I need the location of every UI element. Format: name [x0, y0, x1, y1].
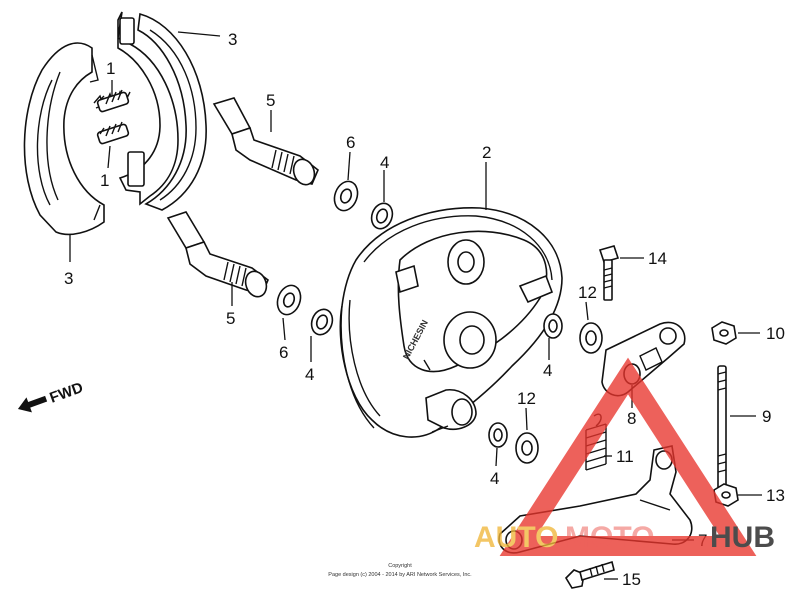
- watermark-auto: AUTO: [474, 521, 558, 554]
- brake-shoe-left: [23, 42, 105, 236]
- callout-9: 9: [762, 407, 771, 426]
- washer-6-upper: [333, 180, 359, 212]
- callout-15: 15: [622, 570, 641, 589]
- callout-1-lower: 1: [100, 171, 109, 190]
- bolt-15: [564, 560, 615, 589]
- copyright-line-1: Copyright: [388, 563, 412, 569]
- autohub-watermark: AUTO MOTO HUB: [474, 357, 775, 556]
- callout-4-c: 4: [543, 361, 552, 380]
- callout-4-a: 4: [380, 153, 389, 172]
- copyright-notice: Copyright Page design (c) 2004 - 2014 by…: [328, 563, 472, 578]
- callout-5-lower: 5: [226, 309, 235, 328]
- seal-4-upper: [370, 202, 394, 230]
- callout-1-upper: 1: [106, 59, 115, 78]
- watermark-moto: MOTO: [565, 521, 654, 554]
- washer-6-lower: [276, 284, 302, 316]
- callout-12-lower: 12: [517, 389, 536, 408]
- callout-10: 10: [766, 324, 785, 343]
- callout-13: 13: [766, 486, 785, 505]
- watermark-triangle-icon: [499, 357, 757, 556]
- copyright-line-2: Page design (c) 2004 - 2014 by ARI Netwo…: [328, 572, 472, 578]
- callout-4-b: 4: [305, 365, 314, 384]
- callout-12-upper: 12: [578, 283, 597, 302]
- leader-lines: [69, 31, 762, 580]
- brake-rod-9: [717, 365, 727, 497]
- washer-12-lower: [515, 432, 539, 464]
- bolt-14: [598, 245, 620, 301]
- callout-labels: 1 1 2 3 3 4 4 4 4 5 5 6 6 7 8 9 10 11 12…: [64, 30, 785, 589]
- seal-4-bottom: [488, 422, 508, 448]
- brake-cam-upper: [212, 97, 319, 186]
- shoe-spring-upper: [93, 89, 131, 113]
- callout-11: 11: [616, 447, 634, 466]
- callout-14: 14: [648, 249, 667, 268]
- forward-label: FWD: [47, 379, 85, 407]
- callout-6-lower: 6: [279, 343, 288, 362]
- watermark-hub: HUB: [710, 521, 775, 554]
- forward-arrow-icon: [17, 395, 48, 413]
- washer-12-upper: [579, 322, 603, 354]
- brake-panel: NICHESIN: [339, 207, 563, 438]
- nut-10: [711, 321, 737, 345]
- callout-8: 8: [627, 409, 636, 428]
- callout-2: 2: [482, 143, 491, 162]
- callout-3-upper: 3: [228, 30, 237, 49]
- seal-4-right: [543, 313, 563, 339]
- callout-4-d: 4: [490, 469, 499, 488]
- brake-cam-lower: [166, 211, 269, 298]
- forward-direction-indicator: FWD: [17, 379, 86, 413]
- callout-5-upper: 5: [266, 91, 275, 110]
- brake-shoe-right: [117, 11, 207, 211]
- callout-6-upper: 6: [346, 133, 355, 152]
- callout-3-lower: 3: [64, 269, 73, 288]
- shoe-spring-lower: [96, 121, 130, 145]
- seal-4-lower: [310, 308, 334, 336]
